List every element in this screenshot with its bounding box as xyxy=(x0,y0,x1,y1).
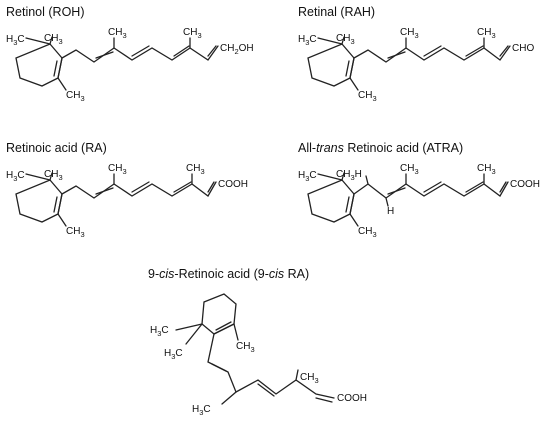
retinal-caption: Retinal (RAH) xyxy=(298,5,375,19)
ra-bonds xyxy=(15,172,217,227)
9-cis-retinoic-acid-structure: 9-cis-Retinoic acid (9-cis RA) H3C H3C C… xyxy=(148,267,367,417)
retinol-structure: Retinol (ROH) H3C CH3 CH3 CH3 CH3 CH2OH xyxy=(6,5,254,103)
atra-cooh-label: COOH xyxy=(510,179,540,190)
retinal-cho-label: CHO xyxy=(512,43,534,54)
retinol-ch3-label: CH3 xyxy=(44,33,63,46)
retinal-h3c-label: H3C xyxy=(298,34,317,47)
retinal-ch3-label: CH3 xyxy=(400,27,419,40)
atra-h-label: H xyxy=(387,206,394,217)
9cis-ch3-label: CH3 xyxy=(300,372,319,385)
atra-ch3-label: CH3 xyxy=(477,163,496,176)
retinol-ch3-label: CH3 xyxy=(108,27,127,40)
atra-bonds xyxy=(307,172,509,227)
retinal-bonds xyxy=(307,36,511,91)
retinol-ch2oh-label: CH2OH xyxy=(220,43,254,56)
retinal-ch3-label: CH3 xyxy=(336,33,355,46)
atra-h3c-label: H3C xyxy=(298,170,317,183)
ra-cooh-label: COOH xyxy=(218,179,248,190)
atra-caption: All-trans Retinoic acid (ATRA) xyxy=(298,141,463,155)
retinoic-acid-structure: Retinoic acid (RA) H3C CH3 CH3 CH3 CH3 C… xyxy=(6,141,248,239)
9cis-cooh-label: COOH xyxy=(337,393,367,404)
ra-ch3-label: CH3 xyxy=(186,163,205,176)
ra-ch3-label: CH3 xyxy=(108,163,127,176)
atra-ch3-label: CH3 xyxy=(358,226,377,239)
retinal-ch3-label: CH3 xyxy=(358,90,377,103)
9-cis-ra-caption: 9-cis-Retinoic acid (9-cis RA) xyxy=(148,267,309,281)
retinol-h3c-label: H3C xyxy=(6,34,25,47)
ra-h3c-label: H3C xyxy=(6,170,25,183)
9cis-h3c-label: H3C xyxy=(192,404,211,417)
atra-structure: All-trans Retinoic acid (ATRA) H3C CH3H … xyxy=(298,141,540,239)
9cis-h3c-label: H3C xyxy=(164,348,183,361)
retinol-caption: Retinol (ROH) xyxy=(6,5,85,19)
ra-ch3-label: CH3 xyxy=(66,226,85,239)
9cis-bonds xyxy=(175,293,335,405)
retinol-bonds xyxy=(15,36,219,91)
retinoic-acid-caption: Retinoic acid (RA) xyxy=(6,141,107,155)
atra-ch3-label: CH3 xyxy=(400,163,419,176)
retinol-ch3-label: CH3 xyxy=(66,90,85,103)
retinal-structure: Retinal (RAH) H3C CH3 CH3 CH3 CH3 CHO xyxy=(298,5,534,103)
retinal-ch3-label: CH3 xyxy=(477,27,496,40)
9cis-ch3-label: CH3 xyxy=(236,341,255,354)
ra-ch3-label: CH3 xyxy=(44,169,63,182)
9cis-h3c-label: H3C xyxy=(150,325,169,338)
retinol-ch3-label: CH3 xyxy=(183,27,202,40)
